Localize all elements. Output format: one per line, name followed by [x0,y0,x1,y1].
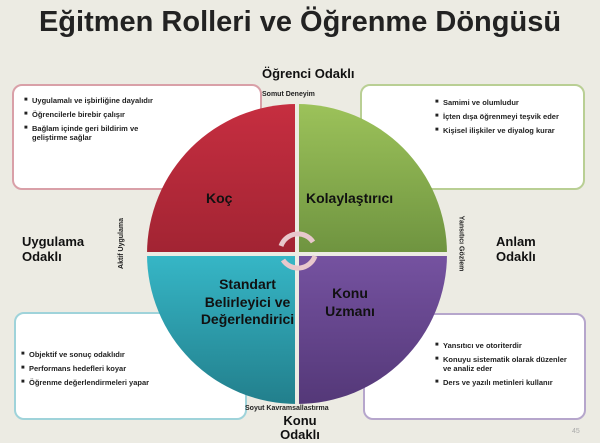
list-item: Öğrenme değerlendirmeleri yapar [21,378,245,387]
list-item: Konuyu sistematik olarak düzenler ve ana… [435,355,573,373]
role-facilitator: Kolaylaştırıcı [306,190,394,206]
page-number: 45 [572,428,580,435]
cycle-right-label: Yansıtıcı Gözlem [457,215,465,272]
axis-bottom-label: Konu Odaklı [280,413,320,443]
facilitator-quadrant [299,104,447,252]
axis-right-label: Anlam Odaklı [496,234,536,264]
coach-box: Uygulamalı ve işbirliğine dayalıdırÖğren… [12,84,262,190]
cycle-bottom-label: Soyut Kavramsallastırma [245,405,329,412]
list-item: Uygulamalı ve işbirliğine dayalıdır [24,96,250,105]
list-item: Kişisel ilişkiler ve diyalog kurar [435,126,583,135]
list-item: Ders ve yazılı metinleri kullanır [435,378,584,387]
cycle-top-label: Somut Deneyim [262,91,315,98]
list-item: Objektif ve sonuç odaklıdır [21,350,245,359]
role-coach: Koç [206,190,233,206]
axis-top-label: Öğrenci Odaklı [262,66,355,81]
list-item: Performans hedefleri koyar [21,364,245,373]
facilitator-box: Samimi ve olumludurİçten dışa öğrenmeyi … [360,84,585,190]
axis-left-label: Uygulama Odaklı [22,234,85,264]
role-expert: Konu Uzmanı [325,285,375,319]
list-item: Bağlam içinde geri bildirim ve geliştirm… [24,124,172,142]
expert-quadrant [299,256,447,404]
list-item: Yansıtıcı ve otoriterdir [435,341,584,350]
list-item: İçten dışa öğrenmeyi teşvik eder [435,112,583,121]
list-item: Öğrencilerle birebir çalışır [24,110,250,119]
role-assessor: Standart Belirleyici ve Değerlendirici [200,276,295,327]
cycle-arrows-icon [278,231,318,271]
cycle-left-label: Aktif Uygulama [117,218,125,269]
list-item: Samimi ve olumludur [435,98,583,107]
slide-title: Eğitmen Rolleri ve Öğrenme Döngüsü [38,6,562,38]
